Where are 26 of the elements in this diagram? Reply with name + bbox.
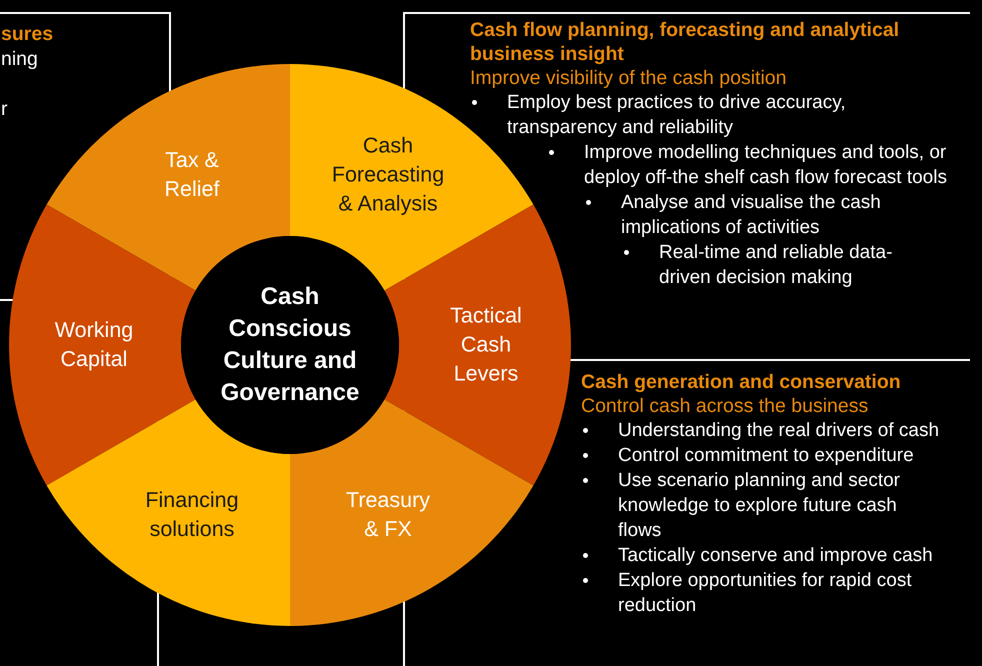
bullet-item: Tactically conserve and improve cash <box>618 543 982 568</box>
text-fragment: ning <box>1 47 38 72</box>
segment-label: Tax & Relief <box>164 147 220 204</box>
bullet-item: Use scenario planning and sector knowledge to explore future cash flows <box>618 468 945 543</box>
wheel-segment <box>46 399 290 626</box>
segment-label: Treasury & FX <box>344 486 432 543</box>
panel-subheading: Improve visibility of the cash position <box>470 66 788 90</box>
segment-label: Cash Forecasting & Analysis <box>330 132 446 218</box>
bullet-item: Control commitment to expenditure <box>618 443 962 468</box>
bullet-item: Real-time and reliable data-driven decision making <box>659 240 930 290</box>
panel-subheading: Control cash across the business <box>581 394 870 418</box>
text-fragment: sures <box>1 22 54 47</box>
bullet-item: Improve modelling techniques and tools, or deploy off-the shelf cash flow forecast tools <box>584 140 980 190</box>
bullet-item: Analyse and visualise the cash implications of activities <box>621 190 925 240</box>
bullet-item: Employ best practices to drive accuracy, transparency and reliability <box>507 90 900 140</box>
segment-label: Tactical Cash Levers <box>449 302 523 388</box>
segment-label: Financing solutions <box>144 486 240 543</box>
bullet-item: Understanding the real drivers of cash <box>618 418 982 443</box>
segment-label: Working Capital <box>54 317 134 373</box>
panel-heading: Cash flow planning, forecasting and analytical business insight <box>470 18 900 66</box>
text-fragment: r <box>1 97 8 122</box>
center-label: Cash Conscious Culture and Governance <box>220 282 360 408</box>
panel-heading: Cash generation and conservation <box>581 370 902 394</box>
wheel-segment <box>9 204 196 486</box>
wheel-segment <box>290 399 534 626</box>
bullet-item: Explore opportunities for rapid cost reduction <box>618 568 958 618</box>
